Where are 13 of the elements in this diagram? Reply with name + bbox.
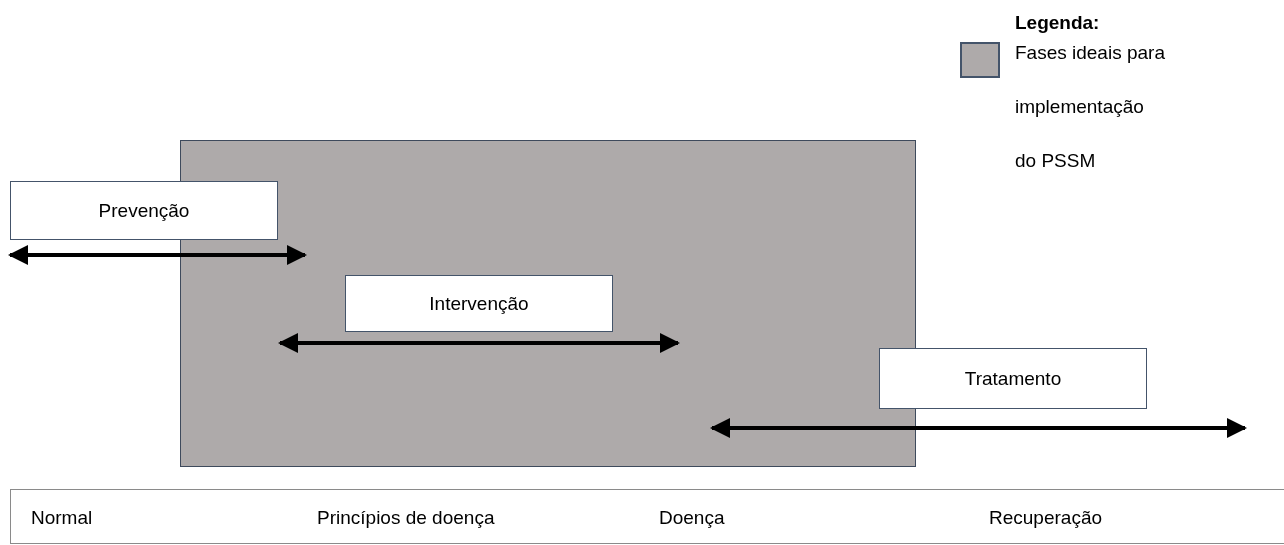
- stage-label: Princípios de doença: [317, 507, 495, 529]
- legend-text: Fases ideais para implementação do PSSM: [1015, 41, 1165, 173]
- phase-label: Prevenção: [98, 199, 190, 222]
- phase-box: [345, 275, 613, 332]
- phase-box: [879, 348, 1147, 409]
- timeline-band: [10, 489, 1284, 544]
- phase-label: Intervenção: [429, 292, 529, 315]
- stage-label: Normal: [31, 507, 93, 529]
- legend-title: Legenda:: [1015, 12, 1100, 34]
- stage-label: Doença: [659, 507, 725, 529]
- stage-label: Recuperação: [989, 507, 1103, 529]
- phase-label: Tratamento: [964, 367, 1062, 390]
- phase-box: [10, 181, 278, 240]
